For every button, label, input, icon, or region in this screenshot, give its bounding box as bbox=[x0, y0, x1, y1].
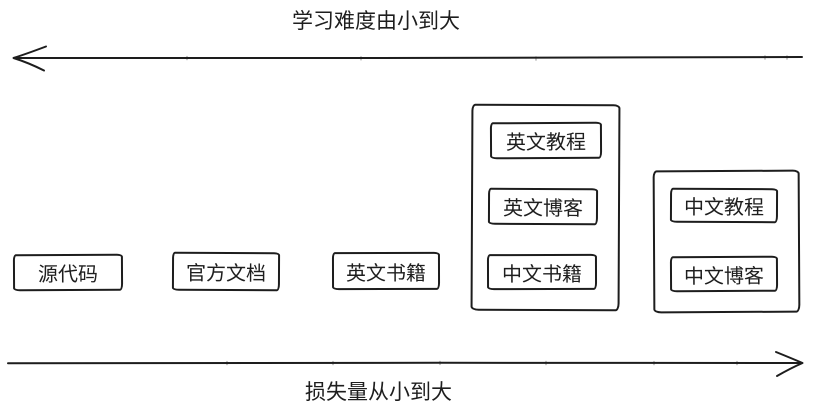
box-chinese-books: 中文书籍 bbox=[486, 253, 598, 291]
box-source-code-label: 源代码 bbox=[37, 263, 99, 287]
bottom-axis-arrow-right bbox=[7, 351, 804, 377]
box-chinese-blogs: 中文博客 bbox=[669, 255, 779, 293]
top-axis-label: 学习难度由小到大 bbox=[292, 10, 460, 33]
box-chinese-blogs-label: 中文博客 bbox=[683, 265, 765, 288]
box-english-tutorials: 英文教程 bbox=[489, 121, 603, 160]
box-english-books-label: 英文书籍 bbox=[345, 262, 427, 285]
box-chinese-tutorials: 中文教程 bbox=[669, 187, 779, 224]
box-source-code: 源代码 bbox=[12, 253, 124, 292]
box-official-docs-label: 官方文档 bbox=[185, 262, 267, 286]
box-chinese-books-label: 中文书籍 bbox=[501, 263, 583, 286]
top-axis-arrow-left bbox=[12, 45, 803, 72]
bottom-axis-label: 损失量从小到大 bbox=[305, 381, 452, 404]
box-english-books: 英文书籍 bbox=[331, 251, 441, 291]
box-english-blogs: 英文博客 bbox=[487, 187, 599, 226]
box-official-docs: 官方文档 bbox=[171, 251, 281, 292]
box-chinese-tutorials-label: 中文教程 bbox=[683, 196, 765, 220]
box-english-blogs-label: 英文博客 bbox=[502, 197, 584, 221]
box-english-tutorials-label: 英文教程 bbox=[505, 131, 587, 155]
